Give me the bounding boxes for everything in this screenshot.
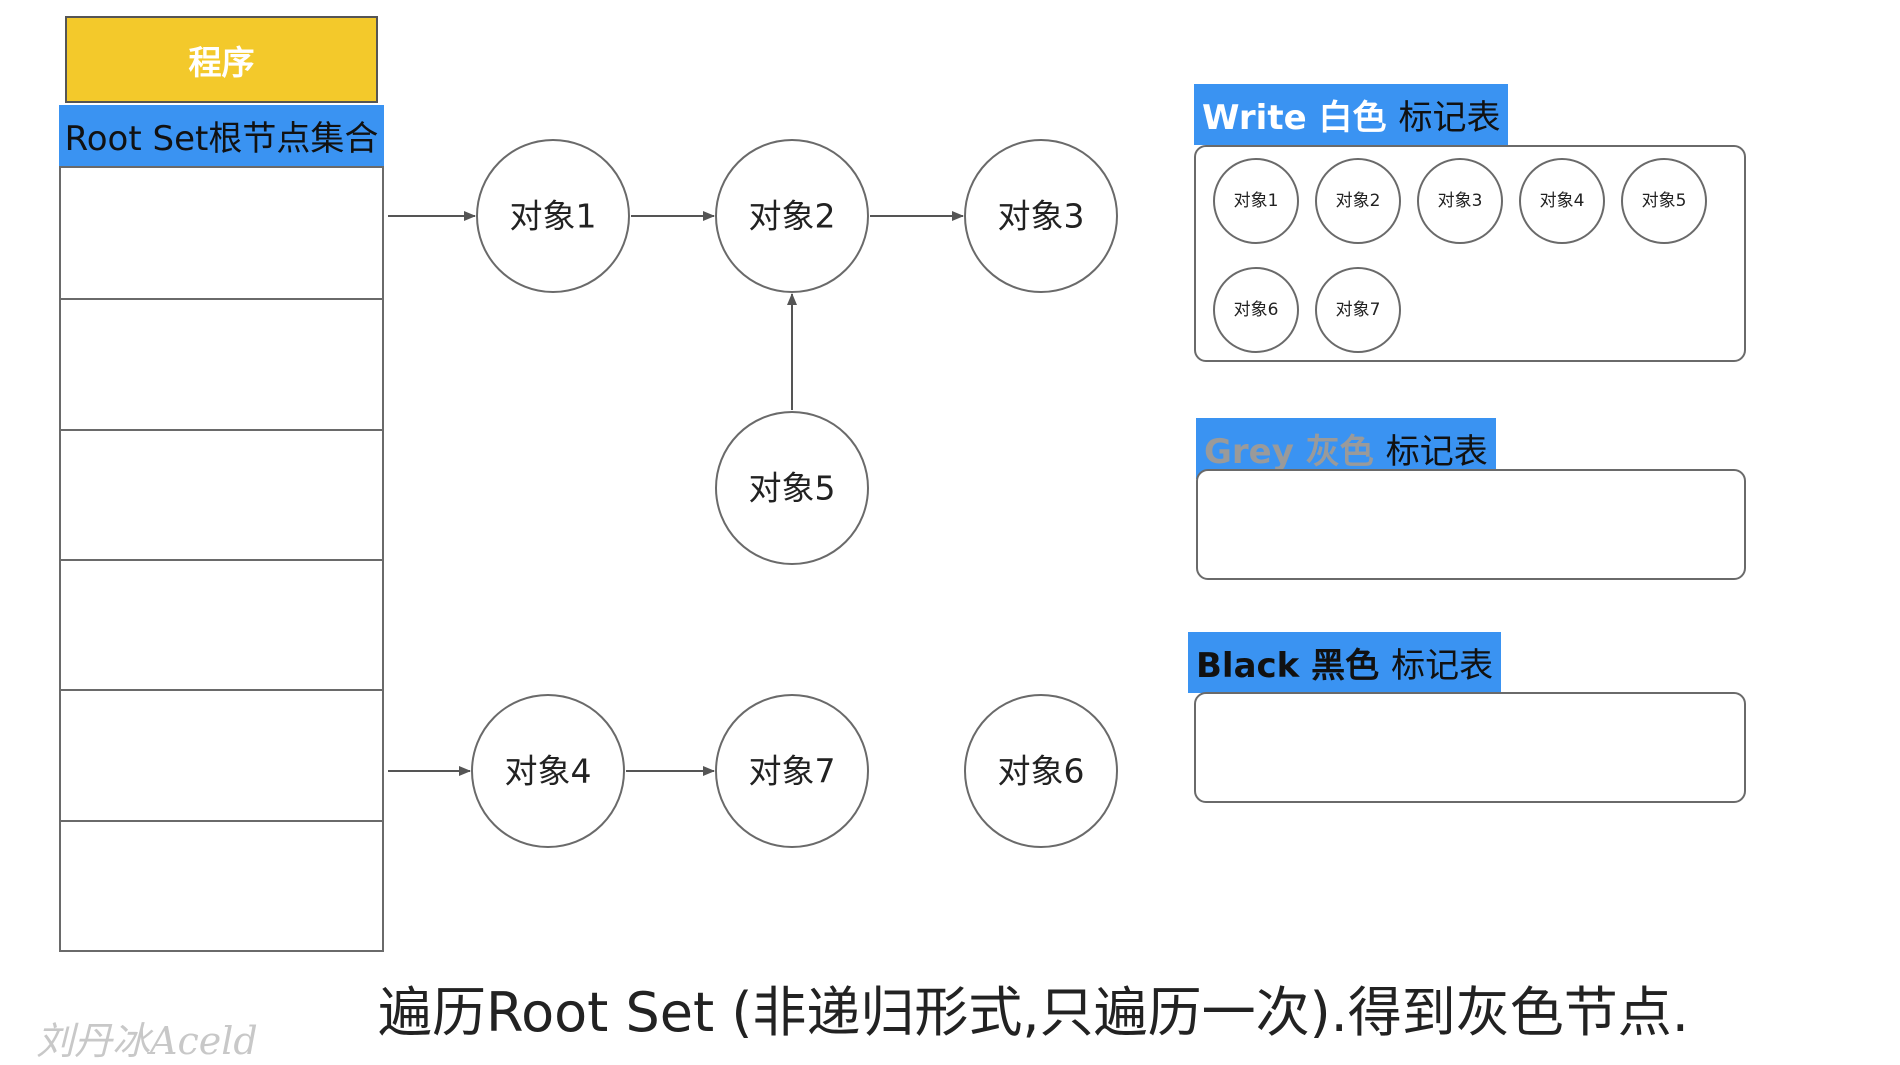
white-table-item-label: 对象6 <box>1234 300 1279 320</box>
object-node-circle <box>964 139 1118 293</box>
object-node-circle <box>715 411 869 565</box>
object-node-n4: 对象4 <box>471 694 625 848</box>
white-table-item-label: 对象2 <box>1336 191 1381 211</box>
program-box: 程序 <box>65 16 378 103</box>
white-table-item-circle <box>1417 158 1503 244</box>
object-graph: 对象1 对象2 对象3 对象5 对象4 对象7 对象6 <box>388 139 1118 848</box>
root-set-slot-divider <box>61 559 382 561</box>
caption-text: 遍历Root Set (非递归形式,只遍历一次).得到灰色节点. <box>378 981 1689 1044</box>
black-table-title: Black 黑色 标记表 <box>1188 632 1502 693</box>
object-node-circle <box>964 694 1118 848</box>
program-label: 程序 <box>188 42 255 82</box>
edges-layer <box>388 211 964 776</box>
root-set-slot-divider <box>61 428 382 431</box>
white-table-title-colored: Write 白色 <box>1202 98 1387 138</box>
root-set-header: Root Set根节点集合 <box>59 105 384 166</box>
object-node-n3: 对象3 <box>964 139 1118 293</box>
black-table-title-suffix: 标记表 <box>1391 646 1494 686</box>
object-node-n7: 对象7 <box>715 694 869 848</box>
white-table-item-circle <box>1315 267 1401 353</box>
nodes-layer: 对象1 对象2 对象3 对象5 对象4 对象7 对象6 <box>471 139 1118 848</box>
root-set-slot-divider <box>61 819 382 822</box>
white-table-item: 对象4 <box>1519 158 1605 244</box>
white-table-item-label: 对象7 <box>1336 300 1381 320</box>
white-table-items: 对象1 对象2 对象3 对象4 对象5 对象6 对象7 <box>1213 158 1707 353</box>
white-table-title: Write 白色 标记表 <box>1194 84 1509 145</box>
object-node-label: 对象5 <box>749 469 836 508</box>
white-table-item-label: 对象5 <box>1642 191 1687 211</box>
object-node-circle <box>476 139 630 293</box>
object-node-label: 对象6 <box>998 752 1085 791</box>
object-node-n5: 对象5 <box>715 411 869 565</box>
white-table-item: 对象2 <box>1315 158 1401 244</box>
white-table-item-label: 对象4 <box>1540 191 1585 211</box>
diagram-stage: 程序 Root Set根节点集合 对象1 对象2 对象3 对象5 对象4 对象7 对象6 W… <box>36 16 1746 1063</box>
white-table-item: 对象3 <box>1417 158 1503 244</box>
grey-table-title-suffix: 标记表 <box>1385 432 1488 472</box>
root-set-table <box>59 166 384 952</box>
object-node-n1: 对象1 <box>476 139 630 293</box>
object-node-n2: 对象2 <box>715 139 869 293</box>
white-table-title-suffix: 标记表 <box>1398 98 1501 138</box>
white-table-item: 对象1 <box>1213 158 1299 244</box>
object-node-label: 对象1 <box>510 197 597 236</box>
grey-mark-table <box>1196 469 1746 580</box>
white-table-item: 对象6 <box>1213 267 1299 353</box>
white-table-item-circle <box>1621 158 1707 244</box>
white-table-item-circle <box>1213 267 1299 353</box>
grey-table-title-colored: Grey 灰色 <box>1204 432 1374 472</box>
root-set-label: Root Set根节点集合 <box>64 119 379 159</box>
root-set-slot-divider <box>61 689 382 692</box>
object-node-n6: 对象6 <box>964 694 1118 848</box>
object-node-circle <box>471 694 625 848</box>
white-mark-table: 对象1 对象2 对象3 对象4 对象5 对象6 对象7 <box>1194 145 1746 362</box>
object-node-circle <box>715 694 869 848</box>
white-table-item-circle <box>1519 158 1605 244</box>
white-table-item-circle <box>1315 158 1401 244</box>
root-set-slot-divider <box>61 298 382 301</box>
object-node-label: 对象4 <box>505 752 592 791</box>
white-table-item-circle <box>1213 158 1299 244</box>
white-table-item-label: 对象1 <box>1234 191 1279 211</box>
black-mark-table <box>1194 692 1746 803</box>
white-table-item: 对象7 <box>1315 267 1401 353</box>
grey-table-title: Grey 灰色 标记表 <box>1196 418 1496 479</box>
object-node-label: 对象2 <box>749 197 836 236</box>
object-node-label: 对象7 <box>749 752 836 791</box>
object-node-label: 对象3 <box>998 197 1085 236</box>
white-table-item-label: 对象3 <box>1438 191 1483 211</box>
black-table-title-colored: Black 黑色 <box>1196 646 1380 686</box>
object-node-circle <box>715 139 869 293</box>
watermark: 刘丹冰Aceld <box>36 1019 258 1063</box>
white-table-item: 对象5 <box>1621 158 1707 244</box>
